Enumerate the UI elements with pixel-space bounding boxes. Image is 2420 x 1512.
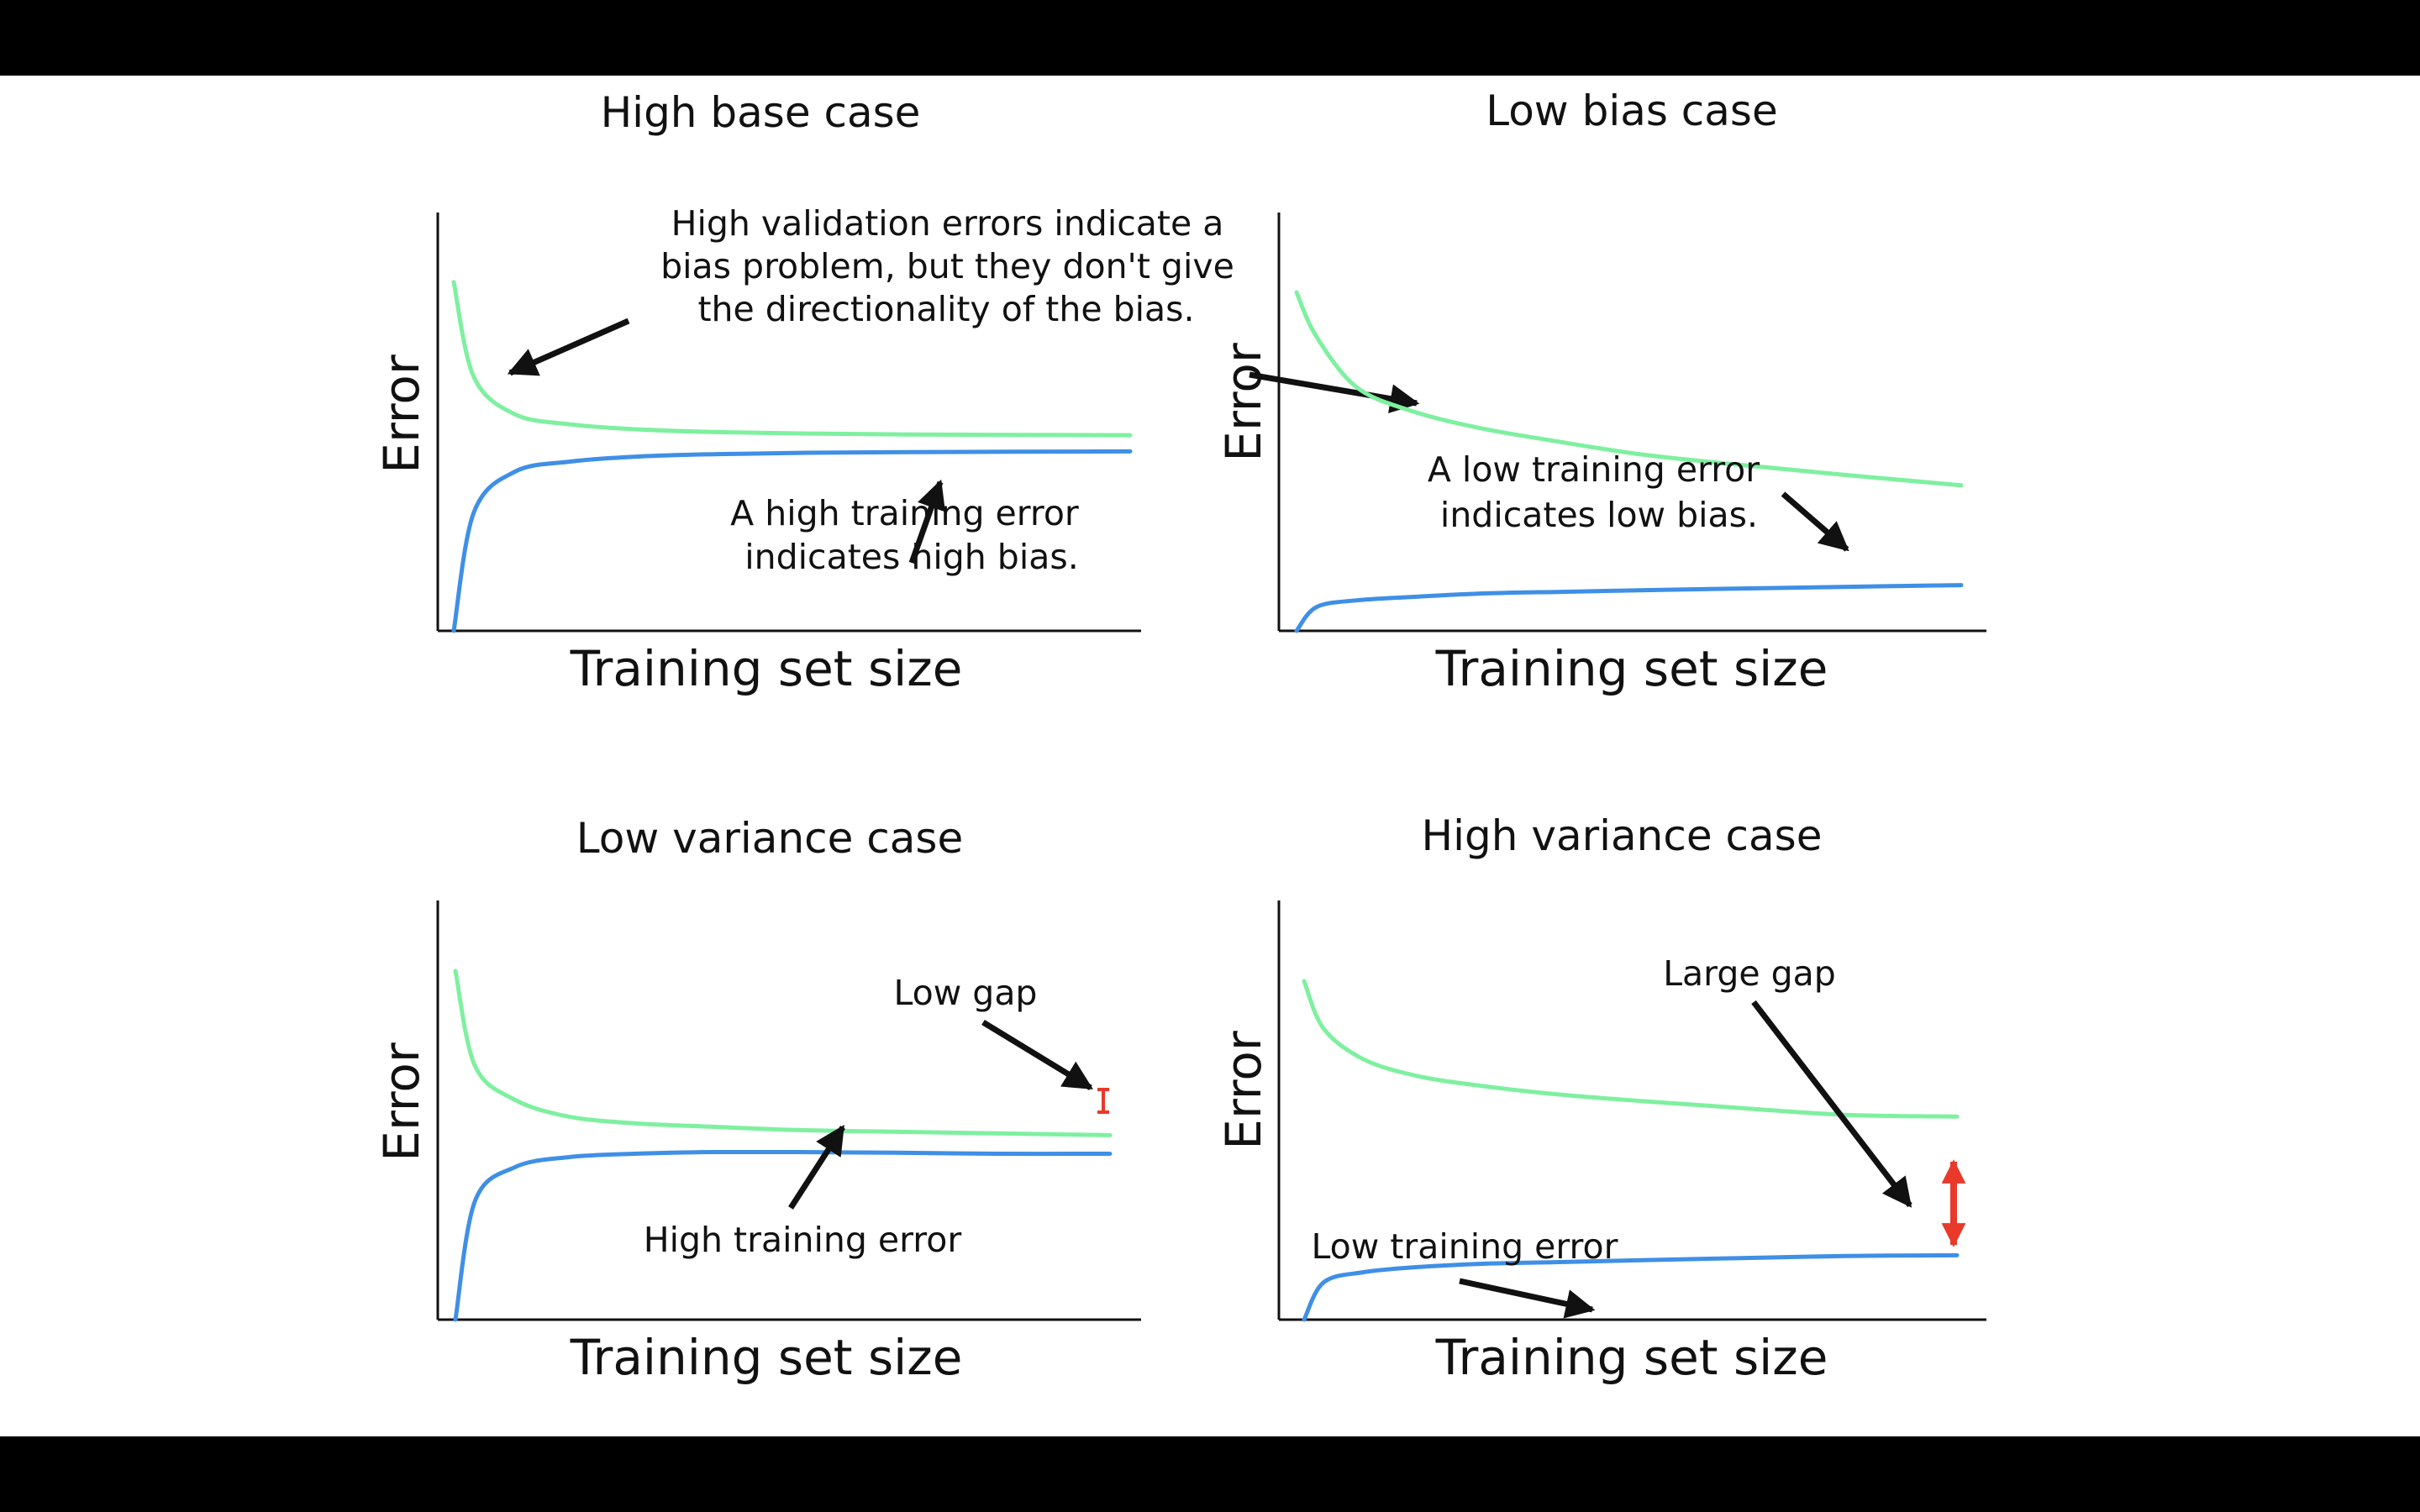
annotation-arrow [1781, 491, 1849, 552]
panel-high-base-case: High base case Training set size Error H… [373, 88, 1420, 697]
axes [436, 900, 1141, 1321]
x-axis-label: Training set size [1435, 640, 1828, 697]
annotation-arrow [788, 1125, 845, 1210]
annotation-training-note: High training error [644, 1220, 962, 1260]
axes [1277, 213, 1986, 633]
annotation-validation-note: High validation errors indicate a bias p… [660, 203, 1245, 329]
annotation-large-gap: Large gap [1663, 953, 1836, 994]
x-axis-label: Training set size [570, 1329, 963, 1386]
annotation-training-note: A low training error indicates low bias. [1428, 449, 1770, 535]
x-axis-label: Training set size [1435, 1329, 1828, 1386]
annotation-line: A high training error [730, 493, 1079, 533]
y-axis-label: Error [373, 1042, 430, 1162]
training-error-curve [1294, 583, 1964, 633]
panel-low-bias-case: Low bias case Training set size Error A … [1215, 87, 1986, 697]
annotation-arrow [507, 318, 630, 376]
y-axis-label: Error [1215, 343, 1272, 462]
training-error-curve [1302, 1252, 1960, 1322]
validation-error-curve [1294, 290, 1964, 488]
figure-canvas: High base case Training set size Error H… [0, 76, 2420, 1436]
y-axis-label: Error [373, 354, 430, 474]
annotation-line: A low training error [1428, 449, 1760, 490]
y-axis-label: Error [1215, 1031, 1272, 1150]
annotation-arrow [981, 1020, 1093, 1090]
annotation-arrow [1249, 371, 1420, 413]
validation-error-curve [451, 280, 1133, 438]
annotation-line: the directionality of the bias. [697, 289, 1194, 329]
validation-error-curve [1302, 979, 1960, 1119]
annotation-arrow [1459, 1278, 1596, 1319]
learning-curves-figure: High base case Training set size Error H… [373, 87, 1986, 1386]
panel-low-variance-case: Low variance case Training set size Erro… [373, 814, 1141, 1386]
panel-title: High base case [601, 88, 921, 137]
axes [436, 213, 1141, 633]
validation-error-curve [453, 969, 1113, 1137]
panel-high-variance-case: High variance case Training set size Err… [1215, 811, 1986, 1386]
panel-title: Low variance case [576, 814, 963, 863]
annotation-line: High validation errors indicate a [671, 203, 1224, 244]
training-error-curve [451, 449, 1133, 633]
gap-marker-small [1097, 1088, 1109, 1114]
annotation-low-gap: Low gap [894, 973, 1038, 1013]
axes [1277, 900, 1986, 1321]
annotation-arrow [1751, 1000, 1912, 1208]
training-error-curve [453, 1149, 1113, 1322]
annotation-line: bias problem, but they don't give [660, 246, 1234, 286]
x-axis-label: Training set size [570, 640, 963, 697]
annotation-arrow [908, 479, 945, 564]
annotation-training-note: Low training error [1312, 1226, 1618, 1267]
panel-title: High variance case [1422, 811, 1823, 860]
panel-title: Low bias case [1486, 87, 1778, 135]
annotation-training-note: A high training error indicates high bia… [730, 493, 1090, 577]
annotation-line: indicates low bias. [1440, 495, 1758, 535]
